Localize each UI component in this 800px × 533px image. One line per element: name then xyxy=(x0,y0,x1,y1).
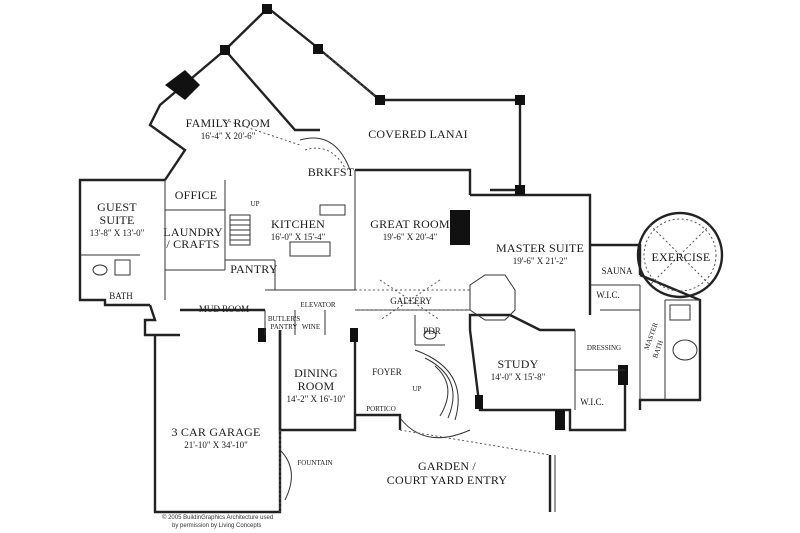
dining-room-label-2: ROOM xyxy=(298,379,335,393)
kitchen-label: KITCHEN xyxy=(271,217,325,231)
guest-suite-dims: 13'-8" X 13'-0" xyxy=(90,228,145,238)
master-suite-dims: 19'-6" X 21'-2" xyxy=(513,256,568,266)
garden-label-2: COURT YARD ENTRY xyxy=(387,473,508,487)
mud-room-label: MUD ROOM xyxy=(199,304,249,314)
great-room-label: GREAT ROOM xyxy=(370,217,450,231)
kitchen-dims: 16'-0" X 15'-4" xyxy=(271,232,326,242)
guest-suite-label-1: GUEST xyxy=(97,200,137,214)
foyer-label: FOYER xyxy=(372,367,402,377)
gallery-label: GALLERY xyxy=(390,296,432,306)
family-room-dims: 16'-4" X 20'-6" xyxy=(201,131,256,141)
up-foyer-label: UP xyxy=(413,385,422,393)
study-label: STUDY xyxy=(497,357,538,371)
dressing-label: DRESSING xyxy=(587,344,621,352)
dotted-circulation xyxy=(224,119,551,512)
dining-room-dims: 14'-2" X 16'-10" xyxy=(286,394,345,404)
guest-suite-label-2: SUITE xyxy=(100,213,135,227)
portico-label: PORTICO xyxy=(366,405,396,413)
great-room-dims: 19'-6" X 20'-4" xyxy=(383,232,438,242)
laundry-label-2: / CRAFTS xyxy=(166,237,219,251)
elevator-label: ELEVATOR xyxy=(300,301,335,309)
dining-room-label-1: DINING xyxy=(294,366,338,380)
wic-2-label: W.I.C. xyxy=(580,397,603,407)
exercise-rotunda xyxy=(636,211,724,299)
family-room-label: FAMILY ROOM xyxy=(186,116,271,130)
wine-label: WINE xyxy=(302,323,320,331)
garden-label-1: GARDEN / xyxy=(418,459,476,473)
study-dims: 14'-0" X 15'-8" xyxy=(491,372,546,382)
copyright: © 2005 BuildinGraphics Architecture used… xyxy=(162,514,273,529)
butlers-pantry-label-1: BUTLER'S xyxy=(268,315,300,323)
up-kitchen-label: UP xyxy=(251,200,260,208)
office-label: OFFICE xyxy=(175,188,218,202)
wic-1-label: W.I.C. xyxy=(596,290,619,300)
pantry-label: PANTRY xyxy=(230,262,278,276)
copyright-line-2: by permission by Living Concepts xyxy=(172,523,261,529)
room-labels: FAMILY ROOM 16'-4" X 20'-6" COVERED LANA… xyxy=(90,116,711,487)
laundry-label-1: LAUNDRY xyxy=(163,225,223,239)
garage-label: 3 CAR GARAGE xyxy=(171,425,260,439)
sauna-label: SAUNA xyxy=(601,266,633,276)
copyright-line-1: © 2005 BuildinGraphics Architecture used xyxy=(162,514,273,521)
bath-label: BATH xyxy=(109,291,133,301)
exercise-label: EXERCISE xyxy=(652,250,711,264)
fountain-label: FOUNTAIN xyxy=(297,459,332,467)
pdr-label: PDR xyxy=(423,326,441,336)
brkfst-label: BRKFST xyxy=(308,165,355,179)
butlers-pantry-label-2: PANTRY xyxy=(271,323,298,331)
columns xyxy=(165,4,628,430)
garage-dims: 21'-10" X 34'-10" xyxy=(184,440,248,450)
master-suite-label: MASTER SUITE xyxy=(496,241,584,255)
master-bath-label-2: BATH xyxy=(651,339,665,359)
interior-walls xyxy=(80,137,700,512)
covered-lanai-label: COVERED LANAI xyxy=(368,127,468,141)
